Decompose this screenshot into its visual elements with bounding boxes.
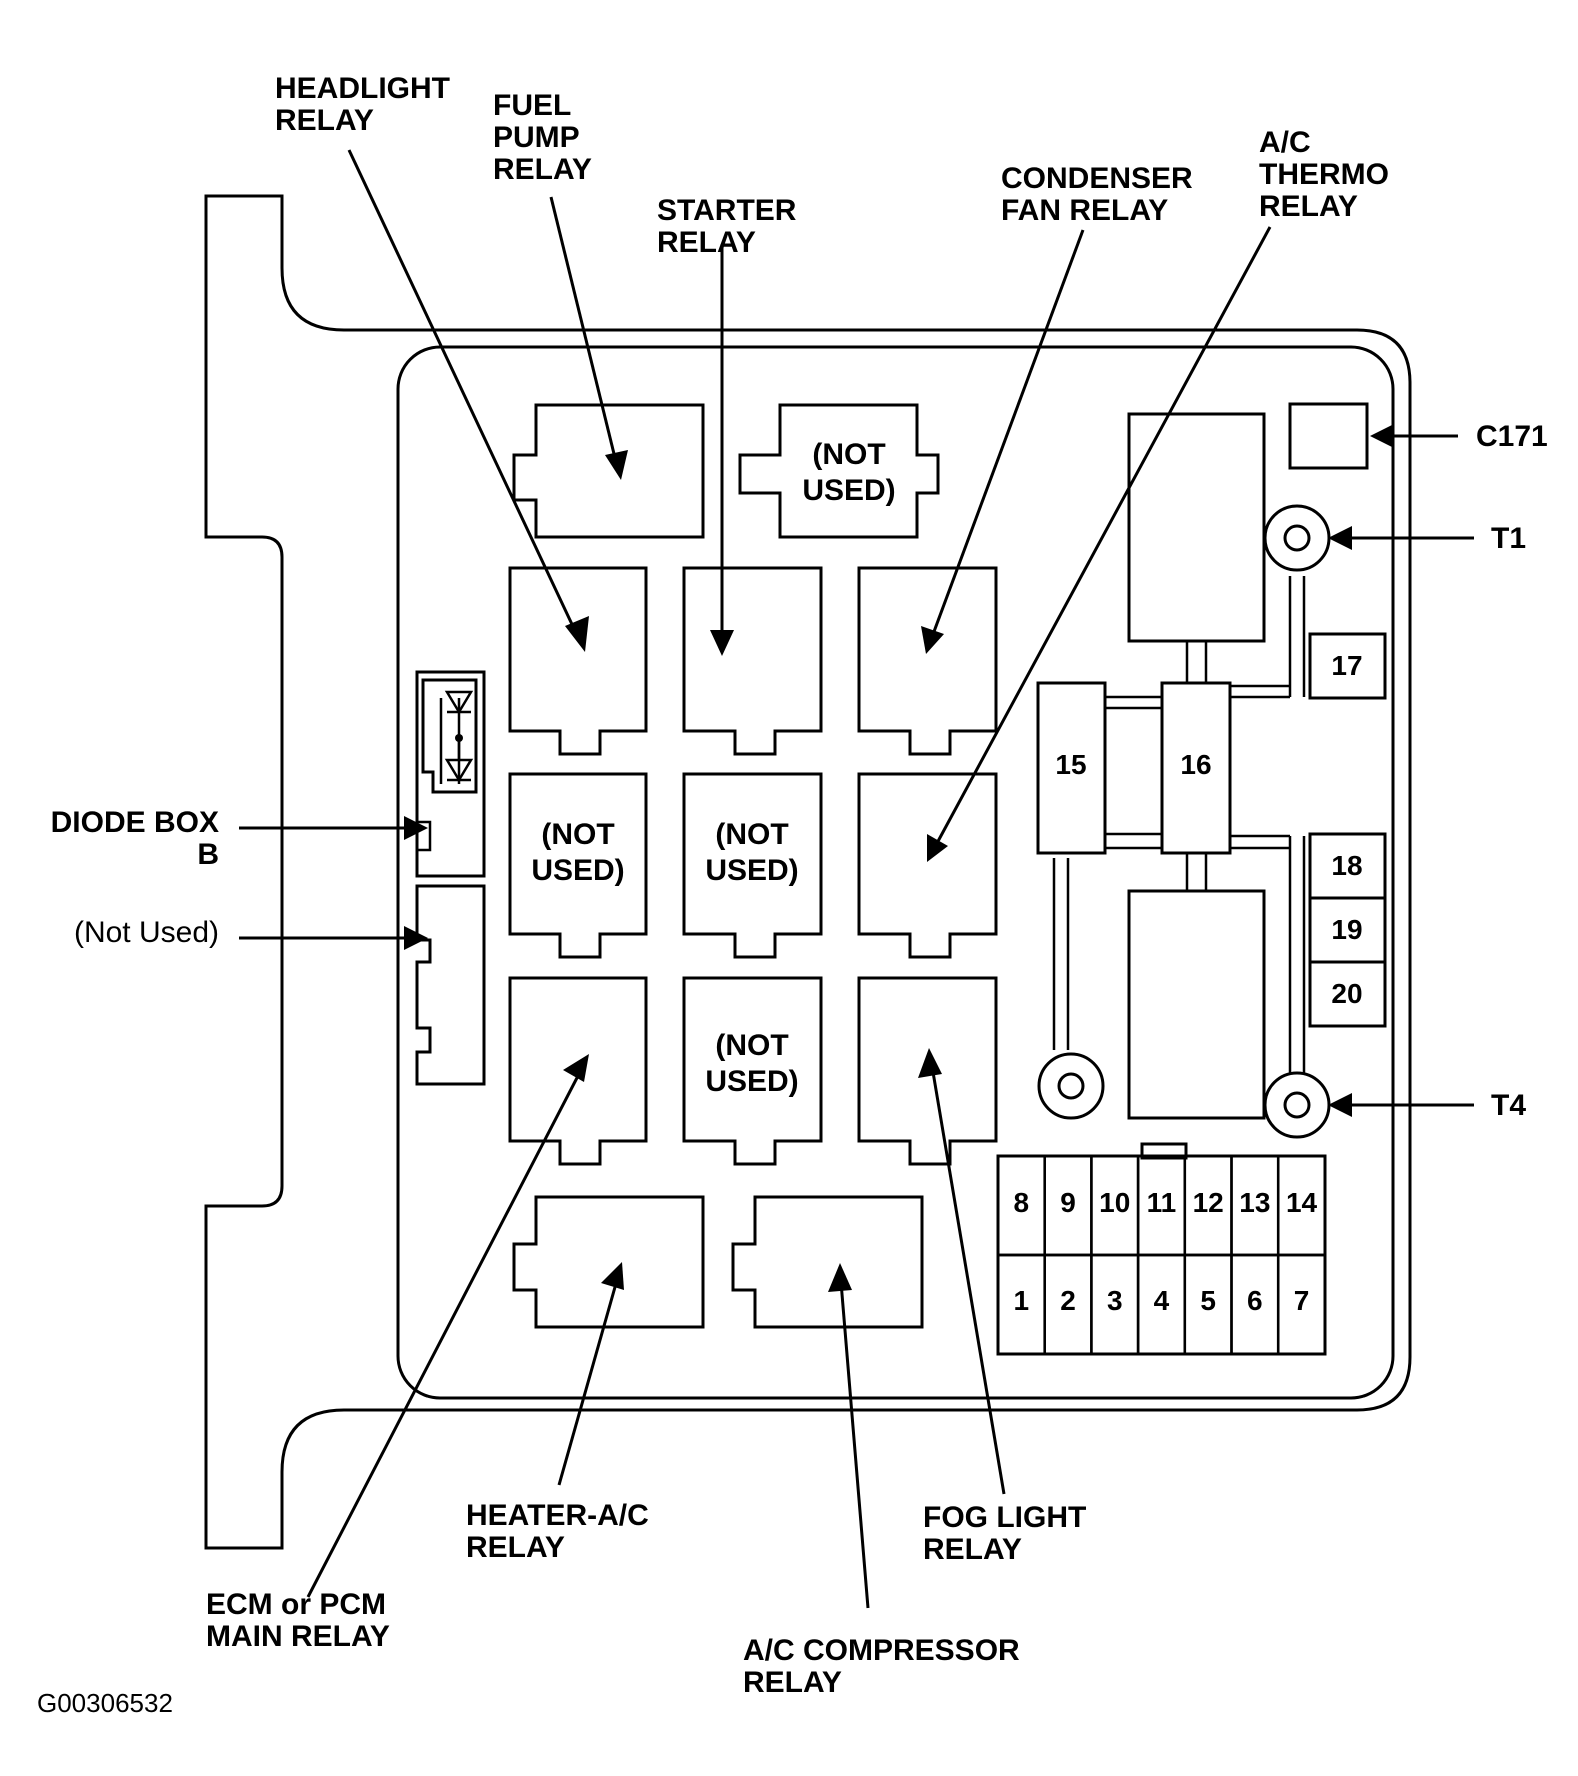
fog-light-relay-label-2: RELAY — [923, 1533, 1022, 1566]
ac-thermo-relay-socket — [857, 772, 998, 959]
t4-label: T4 — [1491, 1089, 1526, 1122]
fuse-11: 11 — [1147, 1187, 1177, 1218]
t1-label: T1 — [1491, 522, 1526, 555]
ac-compressor-relay-socket — [731, 1195, 924, 1329]
ac-compressor-relay-label-2: RELAY — [743, 1666, 842, 1699]
not-used-relay-r2c2: (NOT USED) — [682, 772, 823, 959]
fuse-4: 4 — [1154, 1285, 1170, 1316]
not-used-side-label: (Not Used) — [74, 916, 219, 949]
ac-compressor-relay-label-1: A/C COMPRESSOR — [743, 1634, 1020, 1667]
fuel-pump-relay-label-3: RELAY — [493, 153, 592, 186]
starter-relay-label-2: RELAY — [657, 226, 756, 259]
t4-terminal — [1263, 1071, 1331, 1139]
fuse-5: 5 — [1200, 1285, 1216, 1316]
fuse-3: 3 — [1107, 1285, 1123, 1316]
c171-connector — [1288, 402, 1369, 470]
ac-thermo-relay-label-3: RELAY — [1259, 190, 1358, 223]
fuel-pump-relay-label-1: FUEL — [493, 89, 571, 122]
fuse-8: 8 — [1014, 1187, 1030, 1218]
fuse-7: 7 — [1294, 1285, 1310, 1316]
diode-box-label-2: B — [197, 838, 219, 871]
not-used-label-line2: USED) — [531, 854, 624, 887]
callout-labels: HEADLIGHT RELAY FUEL PUMP RELAY STARTER … — [37, 72, 1548, 1718]
fuse-6: 6 — [1247, 1285, 1263, 1316]
not-used-label-line2: USED) — [705, 854, 798, 887]
c171-label: C171 — [1476, 420, 1548, 453]
fuse-16: 16 — [1180, 749, 1211, 780]
condenser-fan-relay-label-1: CONDENSER — [1001, 162, 1193, 195]
diode-box-label-1: DIODE BOX — [51, 806, 219, 839]
ac-thermo-relay-label-2: THERMO — [1259, 158, 1389, 191]
headlight-relay-label-2: RELAY — [275, 104, 374, 137]
side-connector-not-used — [415, 884, 486, 1086]
arrowheads — [404, 424, 1394, 1292]
fuse-13: 13 — [1239, 1187, 1270, 1218]
not-used-label-line1: (NOT — [715, 818, 788, 851]
diode-box-b — [415, 670, 486, 878]
heater-ac-relay-socket — [512, 1195, 705, 1329]
fuse-12: 12 — [1193, 1187, 1224, 1218]
not-used-label-line2: USED) — [705, 1065, 798, 1098]
fuse-20: 20 — [1331, 978, 1362, 1009]
fog-light-relay-label-1: FOG LIGHT — [923, 1501, 1086, 1534]
heater-ac-relay-label-1: HEATER-A/C — [466, 1499, 649, 1532]
top-not-used-relay: (NOT USED) — [738, 403, 940, 539]
not-used-relay-r3c2: (NOT USED) — [682, 976, 823, 1166]
fuse-9: 9 — [1060, 1187, 1076, 1218]
ecm-pcm-main-relay-socket — [508, 976, 648, 1166]
not-used-label-line1: (NOT — [715, 1029, 788, 1062]
fuse-10: 10 — [1099, 1187, 1130, 1218]
ac-thermo-relay-label-1: A/C — [1259, 126, 1311, 159]
fuse-14: 14 — [1286, 1187, 1318, 1218]
housing — [204, 194, 1412, 1550]
starter-relay-label-1: STARTER — [657, 194, 797, 227]
headlight-relay-socket — [508, 566, 648, 756]
fuse-2: 2 — [1060, 1285, 1076, 1316]
not-used-label-line1: (NOT — [541, 818, 614, 851]
not-used-relay-r2c1: (NOT USED) — [508, 772, 648, 959]
fusible-link-block: 15 16 17 18 19 20 — [1036, 402, 1387, 1139]
pointer-lines — [239, 149, 1474, 1609]
fuel-pump-relay-label-2: PUMP — [493, 121, 580, 154]
condenser-fan-relay-socket — [857, 566, 998, 756]
fuel-pump-relay-socket — [512, 403, 705, 539]
starter-relay-socket — [682, 566, 823, 756]
fuse-17: 17 — [1331, 650, 1362, 681]
fuse-18: 18 — [1331, 850, 1362, 881]
ecm-pcm-relay-label-1: ECM or PCM — [206, 1588, 386, 1621]
fuse-1: 1 — [1014, 1285, 1030, 1316]
fuse-cell-7 — [1276, 1253, 1327, 1356]
ecm-pcm-relay-label-2: MAIN RELAY — [206, 1620, 390, 1653]
headlight-relay-label-1: HEADLIGHT — [275, 72, 450, 105]
heater-ac-relay-label-2: RELAY — [466, 1531, 565, 1564]
figure-id: G00306532 — [37, 1688, 173, 1718]
not-used-label-line2: USED) — [802, 474, 895, 507]
fuse-19: 19 — [1331, 914, 1362, 945]
not-used-label-line1: (NOT — [812, 438, 885, 471]
fuse-15: 15 — [1055, 749, 1086, 780]
t1-terminal — [1263, 504, 1331, 572]
condenser-fan-relay-label-2: FAN RELAY — [1001, 194, 1168, 227]
